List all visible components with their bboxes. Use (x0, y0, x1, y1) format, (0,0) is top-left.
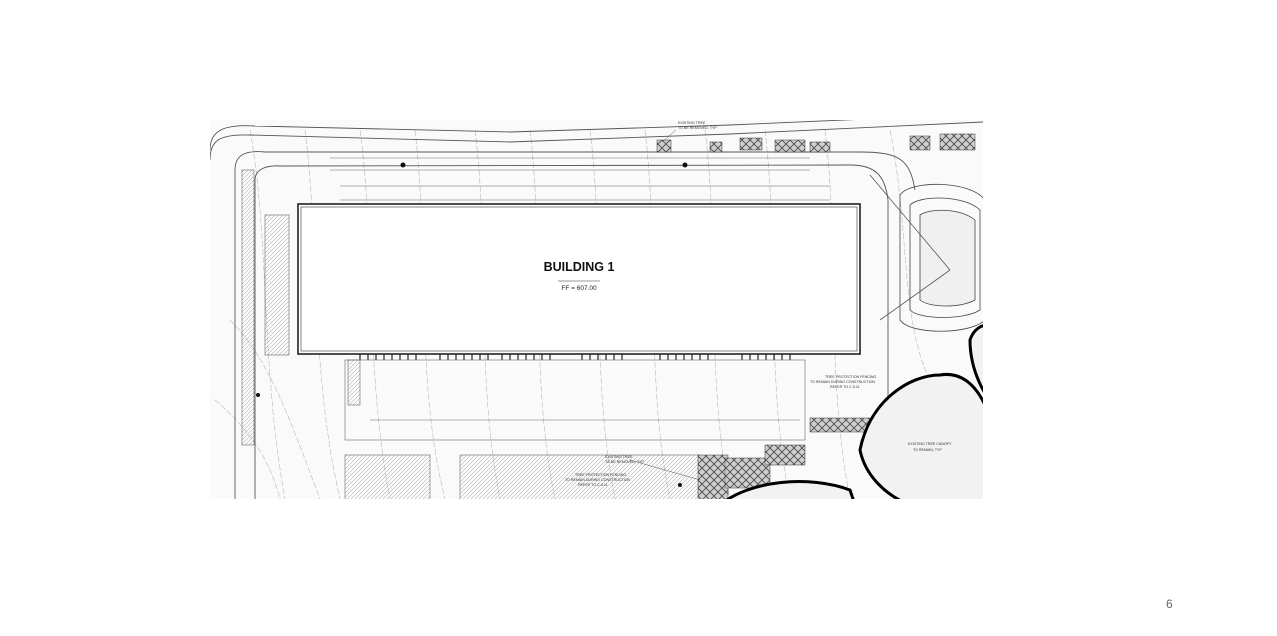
note-tree-canopy-2: TO REMAIN, TYP (913, 448, 942, 452)
building-title: BUILDING 1 (544, 260, 615, 274)
note-tree-protection-south-3: REFER TO C-5.11 (578, 483, 608, 487)
utility-markers (256, 162, 688, 487)
trees-to-remove (656, 133, 976, 499)
note-existing-tree-bottom-1: EXISTING TREE (605, 455, 633, 459)
note-tree-protection-east-3: REFER TO C-5.11 (830, 385, 860, 389)
note-existing-tree-top-2: TO BE REMOVED, TYP (678, 126, 717, 130)
site-plan-drawing: BUILDING 1 FF = 607.00 (210, 120, 983, 499)
south-parking (344, 454, 701, 499)
note-tree-protection-east-1: TREE PROTECTION FENCING (825, 375, 877, 379)
finished-floor-elevation: FF = 607.00 (561, 285, 597, 292)
detention-pond (869, 174, 983, 332)
note-tree-protection-south-1: TREE PROTECTION FENCING (575, 473, 627, 477)
annotations: EXISTING TREE TO BE REMOVED, TYP TREE PR… (565, 121, 952, 487)
west-parking (241, 169, 290, 446)
north-parking (330, 157, 830, 201)
tree-canopy (725, 324, 983, 499)
note-tree-protection-east-2: TO REMAIN DURING CONSTRUCTION (810, 380, 875, 384)
note-existing-tree-top-1: EXISTING TREE (678, 121, 706, 125)
note-tree-canopy-1: EXISTING TREE CANOPY (908, 442, 952, 446)
site-road (210, 120, 983, 499)
building-1: BUILDING 1 FF = 607.00 (297, 203, 861, 360)
truck-court (344, 359, 806, 441)
note-tree-protection-south-2: TO REMAIN DURING CONSTRUCTION (565, 478, 630, 482)
page-number: 6 (1166, 597, 1173, 611)
note-existing-tree-bottom-2: TO BE REMOVED, TYP (605, 460, 644, 464)
